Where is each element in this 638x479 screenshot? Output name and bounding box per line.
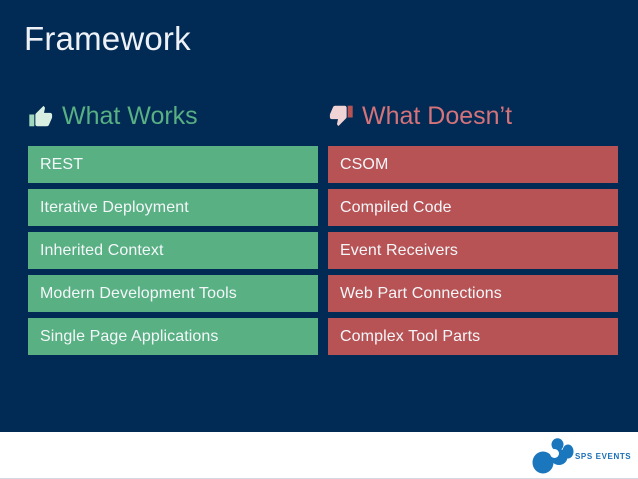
column-what-works: What Works REST Iterative Deployment Inh…: [28, 96, 318, 361]
list-item: Single Page Applications: [28, 318, 318, 355]
sps-events-logo-icon: [532, 438, 574, 474]
thumbs-down-icon: [329, 105, 353, 126]
thumbs-up-icon: [29, 105, 53, 127]
page-title: Framework: [24, 20, 191, 57]
column-header-label-what-works: What Works: [62, 101, 198, 130]
list-item: REST: [28, 146, 318, 183]
what-doesnt-list: CSOM Compiled Code Event Receivers Web P…: [328, 146, 618, 355]
list-item: Inherited Context: [28, 232, 318, 269]
list-item: Web Part Connections: [328, 275, 618, 312]
column-header-what-works: What Works: [28, 96, 318, 136]
list-item: Complex Tool Parts: [328, 318, 618, 355]
slide-body: Framework What Works REST Iterative Depl…: [0, 0, 638, 432]
list-item: CSOM: [328, 146, 618, 183]
sps-events-logo-text: SPS EVENTS: [575, 451, 632, 461]
list-item: Event Receivers: [328, 232, 618, 269]
column-header-what-doesnt: What Doesn’t: [328, 96, 618, 136]
sps-events-logo: SPS EVENTS: [530, 436, 631, 476]
comparison-columns: What Works REST Iterative Deployment Inh…: [0, 96, 638, 376]
column-header-label-what-doesnt: What Doesn’t: [362, 101, 513, 130]
what-works-list: REST Iterative Deployment Inherited Cont…: [28, 146, 318, 355]
list-item: Iterative Deployment: [28, 189, 318, 226]
list-item: Modern Development Tools: [28, 275, 318, 312]
column-what-doesnt: What Doesn’t CSOM Compiled Code Event Re…: [328, 96, 618, 361]
list-item: Compiled Code: [328, 189, 618, 226]
footer-band: SPS EVENTS: [0, 432, 638, 479]
